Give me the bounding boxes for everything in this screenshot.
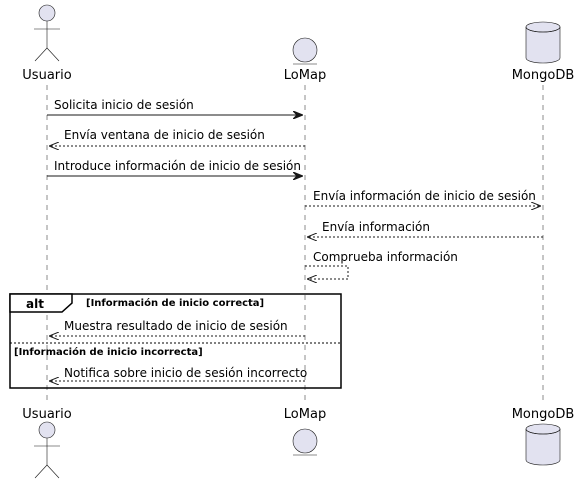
entity-icon [292, 428, 318, 456]
alt-keyword: alt [26, 297, 44, 311]
message-label: Notifica sobre inicio de sesión incorrec… [64, 366, 307, 380]
participant-name: MongoDB [512, 68, 575, 83]
database-icon [525, 21, 561, 64]
alt-guard-1: [Información de inicio correcta] [86, 297, 264, 309]
participant-mongodb-bottom: MongoDB [512, 407, 575, 466]
message-2: Envía ventana de inicio de sesión [49, 128, 305, 146]
participant-usuario-top: Usuario [22, 4, 72, 83]
message-label: Envía información de inicio de sesión [313, 189, 536, 203]
message-7: Muestra resultado de inicio de sesión [49, 319, 305, 336]
participant-name: LoMap [284, 68, 326, 83]
message-label: Envía ventana de inicio de sesión [64, 128, 265, 142]
entity-icon [292, 37, 318, 65]
alt-guard-2: [Información de inicio incorrecta] [14, 346, 203, 358]
alt-fragment: alt [Información de inicio correcta] [In… [9, 293, 342, 389]
participant-lomap-top: LoMap [284, 37, 326, 83]
participant-name: MongoDB [512, 407, 575, 422]
message-3: Introduce información de inicio de sesió… [47, 159, 303, 176]
database-icon [525, 423, 561, 466]
message-6-self: Comprueba información [305, 250, 458, 279]
participant-mongodb-top: MongoDB [512, 21, 575, 83]
message-label: Muestra resultado de inicio de sesión [64, 319, 288, 333]
participant-usuario-bottom: Usuario [22, 407, 72, 479]
participant-name: Usuario [22, 68, 71, 83]
participant-name: Usuario [22, 407, 71, 422]
actor-icon [34, 4, 60, 62]
participant-name: LoMap [284, 407, 326, 422]
actor-icon [34, 421, 60, 479]
message-label: Solicita inicio de sesión [54, 98, 194, 112]
participant-lomap-bottom: LoMap [284, 407, 326, 456]
message-label: Envía información [322, 220, 430, 234]
message-5: Envía información [307, 220, 543, 237]
message-label: Comprueba información [313, 250, 458, 264]
message-label: Introduce información de inicio de sesió… [54, 159, 301, 173]
message-4: Envía información de inicio de sesión [305, 189, 541, 206]
message-8: Notifica sobre inicio de sesión incorrec… [49, 366, 307, 381]
alt-tab [9, 293, 73, 313]
message-1: Solicita inicio de sesión [47, 98, 303, 115]
